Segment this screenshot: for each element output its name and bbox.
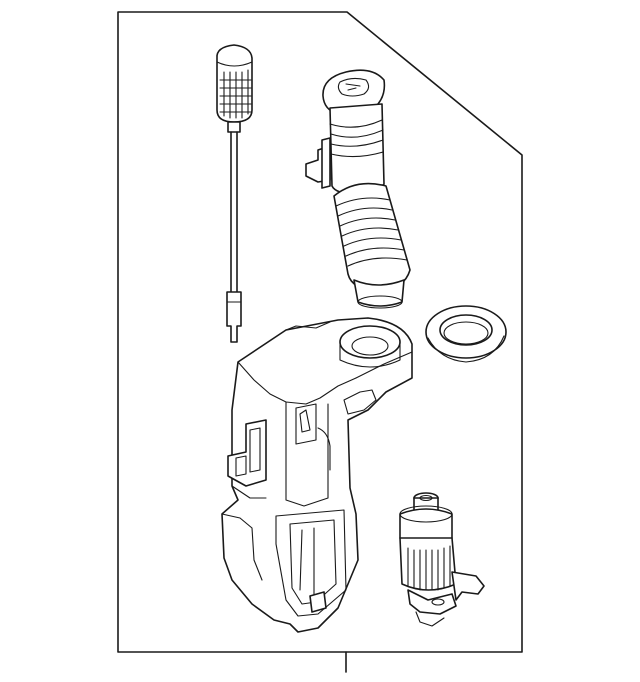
pump-icon bbox=[399, 492, 485, 627]
reservoir-icon bbox=[221, 317, 413, 633]
grommet-icon bbox=[425, 305, 507, 363]
diagram-frame bbox=[117, 11, 523, 673]
dipstick-icon bbox=[216, 44, 253, 343]
filler-neck-icon bbox=[305, 69, 411, 309]
